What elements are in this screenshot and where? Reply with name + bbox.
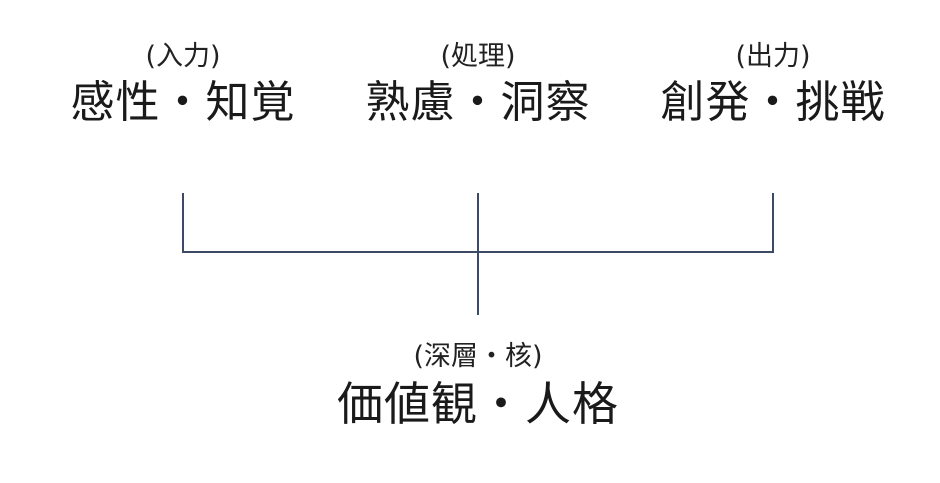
- input-title: 感性・知覚: [70, 77, 296, 128]
- process-label: (処理): [440, 41, 516, 72]
- output-label: (出力): [735, 41, 811, 72]
- process-node: (処理) 熟慮・洞察: [366, 40, 591, 132]
- core-title: 価値観・人格: [337, 377, 619, 431]
- core-node: (深層・核) 価値観・人格: [337, 340, 619, 434]
- output-node: (出力) 創発・挑戦: [661, 40, 886, 132]
- input-node: (入力) 感性・知覚: [71, 40, 296, 132]
- output-title: 創発・挑戦: [660, 77, 886, 128]
- core-label: (深層・核): [413, 341, 543, 372]
- process-title: 熟慮・洞察: [365, 77, 591, 128]
- input-label: (入力): [145, 41, 221, 72]
